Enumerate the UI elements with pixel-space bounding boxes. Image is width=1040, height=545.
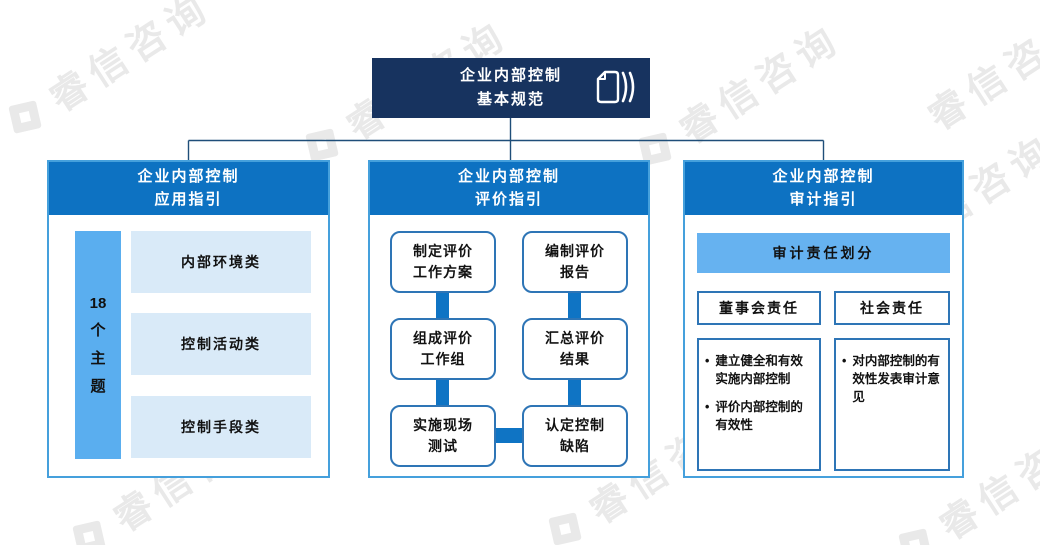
flow-connector-vertical [568,376,581,409]
diamond-logo-icon [8,100,41,133]
panel-evaluation-header: 企业内部控制 评价指引 [370,162,648,215]
social-responsibility-details: 对内部控制的有效性发表审计意见 [834,338,950,471]
step-identify-control-deficiencies: 认定控制 缺陷 [522,405,628,467]
panel-evaluation-header-line2: 评价指引 [474,190,543,208]
panel-application-header-line2: 应用指引 [154,190,223,208]
theme-count-char: 题 [90,377,106,395]
flow-connector-vertical [436,289,449,322]
flow-connector-vertical [436,376,449,409]
list-item-control-methods: 控制手段类 [131,396,311,458]
watermark: 睿信咨询 [623,8,851,183]
step-perform-field-testing: 实施现场 测试 [390,405,496,467]
panel-audit-header-line1: 企业内部控制 [772,168,875,185]
panel-audit-header-line2: 审计指引 [789,190,858,208]
watermark-text: 睿信咨询 [921,3,1040,139]
panel-application-header-line1: 企业内部控制 [137,168,240,185]
panel-evaluation-header-line1: 企业内部控制 [457,168,560,185]
board-responsibility-details: 建立健全和有效实施内部控制 评价内部控制的有效性 [697,338,821,471]
board-responsibility-box: 董事会责任 [697,291,821,325]
bullet-text: 建立健全和有效实施内部控制 [715,354,803,387]
step-summarize-evaluation-results: 汇总评价 结果 [522,318,628,380]
root-node: 企业内部控制 基本规范 [372,58,650,118]
step-prepare-evaluation-report: 编制评价 报告 [522,231,628,293]
watermark [0,311,2,366]
social-responsibility-box: 社会责任 [834,291,950,325]
theme-count-char: 主 [90,349,106,367]
panel-evaluation-guidelines: 企业内部控制 评价指引 制定评价 工作方案 编制评价 报告 组成评价 工作组 [368,160,650,478]
root-title-line1: 企业内部控制 [459,67,562,84]
watermark: 睿信咨询 [915,0,1040,141]
diamond-logo-icon [0,311,2,366]
list-item-internal-environment: 内部环境类 [131,231,311,293]
step-make-evaluation-plan: 制定评价 工作方案 [390,231,496,293]
panel-audit-guidelines: 企业内部控制 审计指引 审计责任划分 董事会责任 社会责任 建立健全和有效实施内… [683,160,964,478]
list-item-control-activities: 控制活动类 [131,313,311,375]
step-form-evaluation-workgroup: 组成评价 工作组 [390,318,496,380]
root-title-line2: 基本规范 [476,91,545,108]
bullet-text: 对内部控制的有效性发表审计意见 [852,354,940,405]
panel-evaluation-body: 制定评价 工作方案 编制评价 报告 组成评价 工作组 汇总评价 结果 实施现场 … [370,215,648,476]
watermark-text: 睿信咨询 [672,17,850,153]
bullet-text: 评价内部控制的有效性 [715,400,803,433]
panel-audit-header: 企业内部控制 审计指引 [685,162,962,215]
panel-application-header: 企业内部控制 应用指引 [49,162,328,215]
flow-connector-horizontal [492,428,526,443]
panel-application-guidelines: 企业内部控制 应用指引 18 个 主 题 内部环境类 控制活动类 控制手段类 [47,160,330,478]
watermark-text: 睿信咨询 [42,0,220,121]
theme-count-char: 个 [90,321,106,339]
watermark: 睿信咨询 [0,0,221,151]
panel-application-body: 18 个 主 题 内部环境类 控制活动类 控制手段类 [49,215,328,476]
stacked-documents-icon [596,70,635,104]
audit-responsibility-banner: 审计责任划分 [697,233,950,273]
diamond-logo-icon [548,512,581,545]
diamond-logo-icon [898,528,931,545]
root-title: 企业内部控制 基本规范 [460,64,562,112]
diamond-logo-icon [72,520,105,545]
panel-audit-body: 审计责任划分 董事会责任 社会责任 建立健全和有效实施内部控制 评价内部控制的有… [685,215,962,476]
theme-count-bar: 18 个 主 题 [75,231,121,459]
theme-count-number: 18 [89,294,107,312]
flow-connector-vertical [568,289,581,322]
